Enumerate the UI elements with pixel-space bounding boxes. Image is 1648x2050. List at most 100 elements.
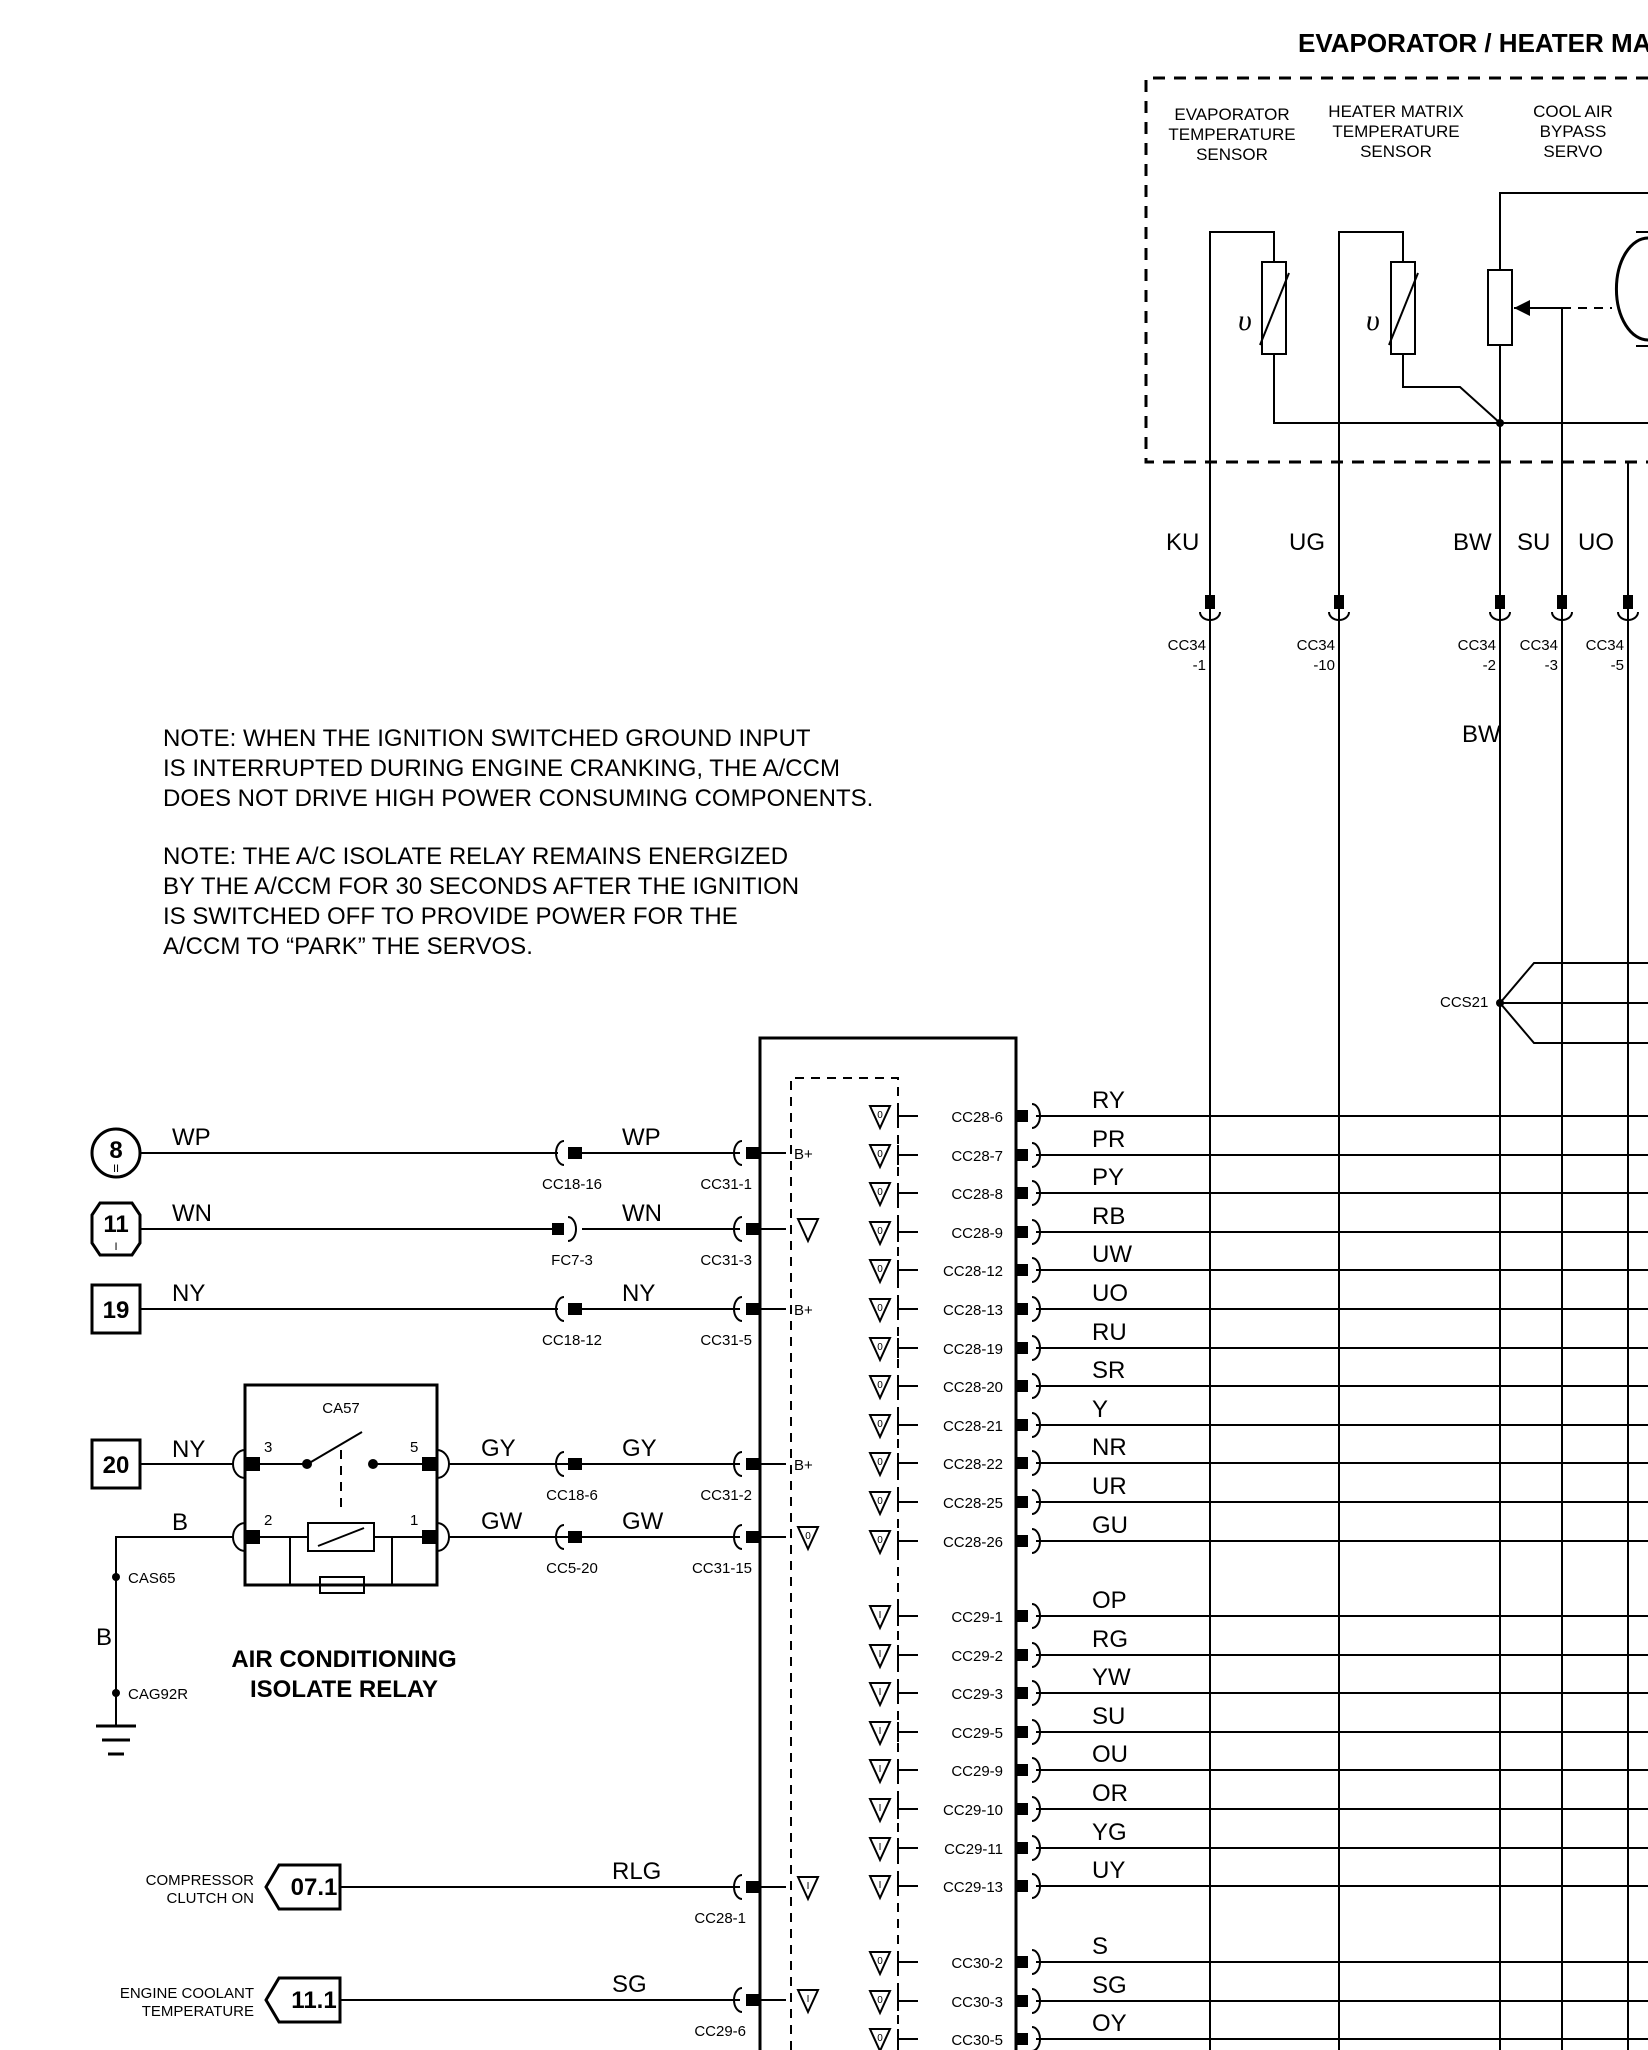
- wire-color-label: UG: [1289, 529, 1325, 556]
- note-isolate-relay: NOTE: THE A/C ISOLATE RELAY REMAINS ENER…: [163, 843, 799, 960]
- wire-label: GU: [1092, 1512, 1128, 1539]
- wire-label: GY: [481, 1435, 516, 1462]
- connector-id: CC18-6: [546, 1487, 598, 1504]
- connector-id: CC28-8: [951, 1186, 1003, 1203]
- wire-label: SU: [1092, 1703, 1125, 1730]
- connector-id: CC28-19: [943, 1341, 1003, 1358]
- wire-label: S: [1092, 1933, 1108, 1960]
- svg-text:11: 11: [103, 1211, 128, 1238]
- input-ref-11[interactable]: 11 I: [90, 1201, 142, 1257]
- signal-label: ENGINE COOLANT: [120, 1985, 254, 2002]
- signal-ref-11.1[interactable]: 11.1: [264, 1976, 342, 2024]
- wire-color-label: BW: [1453, 529, 1492, 556]
- svg-text:B: B: [96, 1624, 112, 1651]
- connector-id: CC34: [1586, 637, 1624, 654]
- connector-id: CC34: [1520, 637, 1558, 654]
- connector-id: CC30-2: [951, 1955, 1003, 1972]
- wire-label-ny-relay: NY: [172, 1436, 205, 1463]
- svg-text:NOTE: THE A/C ISOLATE RELAY RE: NOTE: THE A/C ISOLATE RELAY REMAINS ENER…: [163, 843, 788, 870]
- connector-id: CC28-9: [951, 1225, 1003, 1242]
- accm-module: [758, 1036, 1018, 2050]
- isolate-relay: CA57 3 5 2 1: [232, 1383, 450, 1594]
- wire-label: WP: [172, 1124, 211, 1151]
- svg-text:I: I: [879, 1610, 882, 1621]
- connector-id: CC28-12: [943, 1263, 1003, 1280]
- thermistor-symbol: υ: [1366, 304, 1380, 337]
- svg-text:NOTE: WHEN THE IGNITION SWITCH: NOTE: WHEN THE IGNITION SWITCHED GROUND …: [163, 725, 811, 752]
- svg-text:20: 20: [103, 1452, 130, 1479]
- svg-text:SERVO: SERVO: [1543, 142, 1602, 161]
- signal-label: COMPRESSOR: [146, 1872, 255, 1889]
- wire-label: OY: [1092, 2010, 1127, 2037]
- input-ref-20[interactable]: 20: [90, 1438, 142, 1490]
- connector-pin: -10: [1313, 657, 1335, 674]
- connector-id: CC28-22: [943, 1456, 1003, 1473]
- svg-text:BYPASS: BYPASS: [1540, 122, 1607, 141]
- svg-text:II: II: [113, 1163, 119, 1175]
- connector-id: CC5-20: [546, 1560, 598, 1577]
- svg-text:0: 0: [877, 1956, 883, 1967]
- connector-id: CC18-16: [542, 1176, 602, 1193]
- connector-id: CC28-6: [951, 1109, 1003, 1126]
- svg-text:A/CCM TO “PARK” THE SERVOS.: A/CCM TO “PARK” THE SERVOS.: [163, 933, 533, 960]
- wire-label: WN: [622, 1200, 662, 1227]
- terminal-label: B+: [794, 1146, 813, 1163]
- connector-id: CC28-1: [694, 1910, 746, 1927]
- svg-text:2: 2: [264, 1512, 272, 1529]
- wire-label: GW: [622, 1508, 664, 1535]
- component-evaporator-temp-sensor-label: EVAPORATOR TEMPERATURE SENSOR: [1168, 105, 1295, 164]
- wire-label: WN: [172, 1200, 212, 1227]
- note-ignition: NOTE: WHEN THE IGNITION SWITCHED GROUND …: [163, 725, 873, 812]
- heater-matrix-temp-sensor: υ: [1338, 231, 1501, 628]
- svg-text:ISOLATE RELAY: ISOLATE RELAY: [250, 1676, 438, 1703]
- svg-text:I: I: [879, 1726, 882, 1737]
- connector-id: CC18-12: [542, 1332, 602, 1349]
- svg-text:0: 0: [877, 1380, 883, 1391]
- connector-id: CC30-5: [951, 2032, 1003, 2049]
- svg-text:CAS65: CAS65: [128, 1570, 176, 1587]
- signal-ref-07.1[interactable]: 07.1: [264, 1863, 342, 1911]
- svg-text:I: I: [879, 1880, 882, 1891]
- thermistor-symbol: υ: [1238, 304, 1252, 337]
- wire-label: RG: [1092, 1626, 1128, 1653]
- wire-label: Y: [1092, 1396, 1108, 1423]
- connector-id: CC29-2: [951, 1648, 1003, 1665]
- accm-internal-boundary: [790, 1077, 899, 2050]
- svg-text:0: 0: [877, 1342, 883, 1353]
- component-cool-air-bypass-servo-label: COOL AIR BYPASS SERVO: [1533, 102, 1613, 161]
- module-wire-1: UG CC34 -10: [1289, 462, 1350, 2050]
- connector-id: CC31-5: [700, 1332, 752, 1349]
- input-ref-19[interactable]: 19: [90, 1283, 142, 1335]
- wire-label: UR: [1092, 1473, 1127, 1500]
- connector-id: CC31-3: [700, 1252, 752, 1269]
- svg-text:0: 0: [877, 1303, 883, 1314]
- svg-text:0: 0: [877, 1995, 883, 2006]
- wire-label: UY: [1092, 1857, 1125, 1884]
- svg-text:IS INTERRUPTED DURING ENGINE C: IS INTERRUPTED DURING ENGINE CRANKING, T…: [163, 755, 840, 782]
- svg-text:TEMPERATURE: TEMPERATURE: [1332, 122, 1459, 141]
- svg-text:0: 0: [877, 1496, 883, 1507]
- connector-id: CC34: [1297, 637, 1335, 654]
- connector-id: CC34: [1458, 637, 1496, 654]
- wire-label: YW: [1092, 1664, 1131, 1691]
- connector-id: CC29-1: [951, 1609, 1003, 1626]
- svg-text:I: I: [879, 1842, 882, 1853]
- input-ref-8[interactable]: 8 II: [90, 1127, 142, 1179]
- svg-text:0: 0: [877, 1149, 883, 1160]
- connector-id: CC29-6: [694, 2023, 746, 2040]
- wire-label: GW: [481, 1508, 523, 1535]
- wire-label: OR: [1092, 1780, 1128, 1807]
